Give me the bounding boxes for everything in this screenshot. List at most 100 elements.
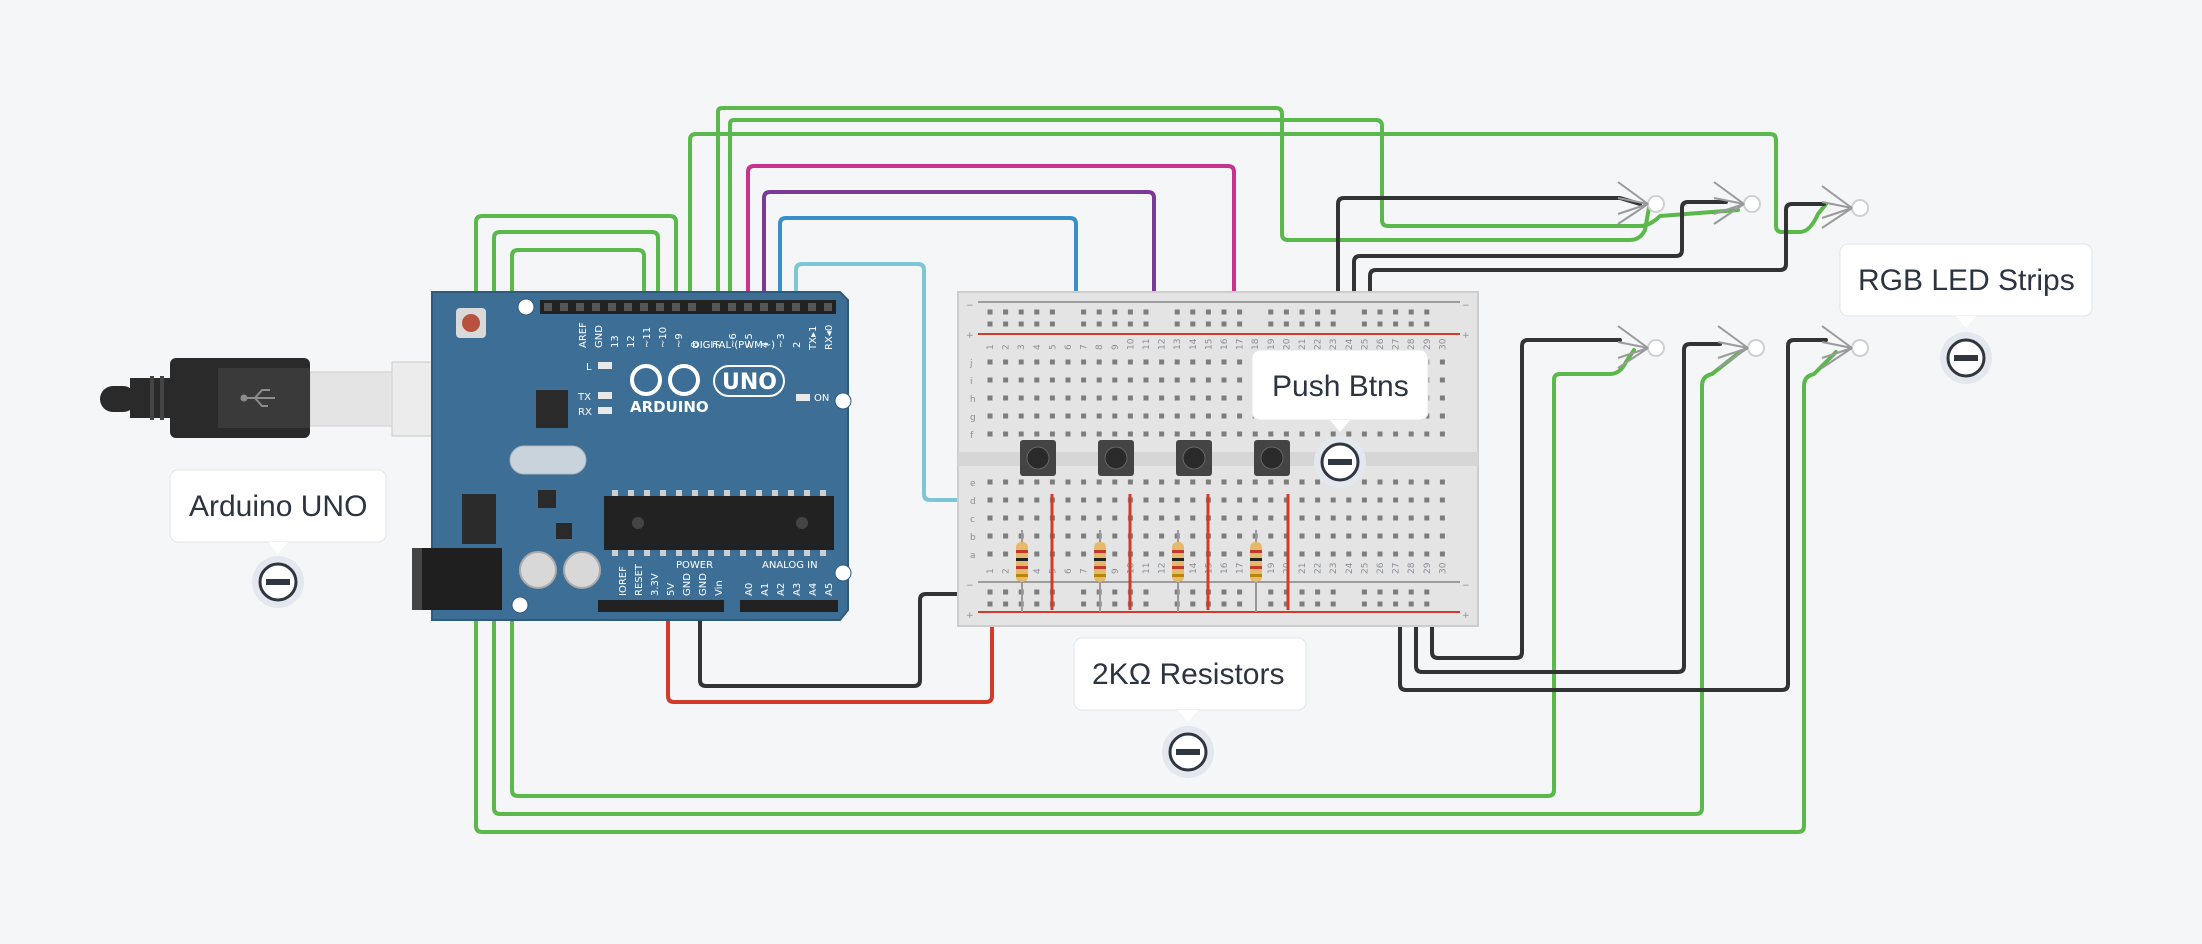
push-button-3[interactable] — [1176, 440, 1212, 476]
breadboard-hole[interactable] — [1283, 515, 1289, 521]
breadboard-hole[interactable] — [1018, 359, 1024, 365]
breadboard-hole[interactable] — [1190, 497, 1196, 503]
breadboard-hole[interactable] — [1408, 497, 1414, 503]
breadboard-hole[interactable] — [1299, 431, 1305, 437]
breadboard-hole[interactable] — [1283, 551, 1289, 557]
breadboard-hole[interactable] — [1237, 497, 1243, 503]
rail-hole[interactable] — [1174, 309, 1180, 315]
breadboard-hole[interactable] — [1003, 533, 1009, 539]
breadboard-hole[interactable] — [1315, 431, 1321, 437]
analog-header[interactable] — [740, 600, 838, 612]
breadboard-hole[interactable] — [1159, 515, 1165, 521]
breadboard-hole[interactable] — [1159, 377, 1165, 383]
rail-hole[interactable] — [1190, 309, 1196, 315]
rail-hole[interactable] — [1034, 321, 1040, 327]
breadboard-hole[interactable] — [1361, 479, 1367, 485]
breadboard-hole[interactable] — [1237, 515, 1243, 521]
rail-hole[interactable] — [1143, 321, 1149, 327]
breadboard-hole[interactable] — [1424, 551, 1430, 557]
rail-hole[interactable] — [1393, 589, 1399, 595]
breadboard-hole[interactable] — [1237, 479, 1243, 485]
rail-hole[interactable] — [1268, 309, 1274, 315]
breadboard-hole[interactable] — [987, 551, 993, 557]
rail-hole[interactable] — [1330, 589, 1336, 595]
rail-hole[interactable] — [1237, 601, 1243, 607]
rail-hole[interactable] — [1315, 601, 1321, 607]
rail-hole[interactable] — [1221, 589, 1227, 595]
breadboard-hole[interactable] — [1127, 377, 1133, 383]
minus-circle-icon[interactable] — [1314, 436, 1366, 488]
breadboard-hole[interactable] — [1252, 431, 1258, 437]
push-button-2[interactable] — [1098, 440, 1134, 476]
usb-cable[interactable] — [100, 358, 433, 438]
push-button-4[interactable] — [1254, 440, 1290, 476]
breadboard-hole[interactable] — [1377, 551, 1383, 557]
breadboard-hole[interactable] — [1112, 551, 1118, 557]
minus-circle-icon[interactable] — [1162, 726, 1214, 778]
breadboard-hole[interactable] — [1346, 497, 1352, 503]
breadboard-hole[interactable] — [1299, 497, 1305, 503]
resistor-3[interactable] — [1172, 530, 1184, 612]
breadboard-hole[interactable] — [1065, 479, 1071, 485]
breadboard-hole[interactable] — [1003, 551, 1009, 557]
breadboard-hole[interactable] — [1096, 479, 1102, 485]
rail-hole[interactable] — [1268, 601, 1274, 607]
rail-hole[interactable] — [1283, 601, 1289, 607]
breadboard-hole[interactable] — [1408, 479, 1414, 485]
rail-hole[interactable] — [1408, 589, 1414, 595]
breadboard-hole[interactable] — [1361, 515, 1367, 521]
rail-hole[interactable] — [1424, 601, 1430, 607]
breadboard-hole[interactable] — [1065, 359, 1071, 365]
breadboard-hole[interactable] — [1315, 479, 1321, 485]
breadboard-hole[interactable] — [1018, 515, 1024, 521]
breadboard-hole[interactable] — [1143, 497, 1149, 503]
breadboard-hole[interactable] — [1034, 413, 1040, 419]
breadboard-hole[interactable] — [1190, 479, 1196, 485]
breadboard-hole[interactable] — [1346, 551, 1352, 557]
breadboard-hole[interactable] — [987, 359, 993, 365]
breadboard-hole[interactable] — [1143, 551, 1149, 557]
rail-hole[interactable] — [1127, 321, 1133, 327]
breadboard-hole[interactable] — [1268, 533, 1274, 539]
breadboard-hole[interactable] — [1081, 431, 1087, 437]
breadboard-hole[interactable] — [1081, 497, 1087, 503]
rgb-led-4[interactable] — [1617, 325, 1665, 369]
breadboard-hole[interactable] — [1346, 533, 1352, 539]
rail-hole[interactable] — [987, 601, 993, 607]
breadboard-hole[interactable] — [1190, 533, 1196, 539]
breadboard-hole[interactable] — [1439, 395, 1445, 401]
breadboard-hole[interactable] — [1237, 533, 1243, 539]
breadboard-hole[interactable] — [1299, 515, 1305, 521]
breadboard-hole[interactable] — [1174, 515, 1180, 521]
breadboard-hole[interactable] — [1174, 479, 1180, 485]
rail-hole[interactable] — [1283, 321, 1289, 327]
breadboard-hole[interactable] — [1377, 515, 1383, 521]
rail-hole[interactable] — [1424, 589, 1430, 595]
breadboard-hole[interactable] — [1237, 359, 1243, 365]
breadboard-hole[interactable] — [1237, 395, 1243, 401]
rail-hole[interactable] — [1221, 601, 1227, 607]
rail-hole[interactable] — [1081, 321, 1087, 327]
breadboard-hole[interactable] — [1174, 395, 1180, 401]
breadboard-hole[interactable] — [1361, 497, 1367, 503]
breadboard-hole[interactable] — [1018, 413, 1024, 419]
breadboard-hole[interactable] — [1159, 413, 1165, 419]
breadboard-hole[interactable] — [1221, 395, 1227, 401]
breadboard-hole[interactable] — [1377, 431, 1383, 437]
rail-hole[interactable] — [1049, 321, 1055, 327]
rail-hole[interactable] — [1205, 309, 1211, 315]
breadboard-hole[interactable] — [1096, 431, 1102, 437]
red-jumpers[interactable] — [1050, 494, 1290, 610]
breadboard-hole[interactable] — [1034, 497, 1040, 503]
breadboard-hole[interactable] — [1003, 431, 1009, 437]
breadboard-hole[interactable] — [1127, 359, 1133, 365]
rail-hole[interactable] — [1393, 321, 1399, 327]
breadboard-hole[interactable] — [1143, 377, 1149, 383]
breadboard-hole[interactable] — [1237, 413, 1243, 419]
breadboard-hole[interactable] — [1034, 551, 1040, 557]
breadboard-hole[interactable] — [1377, 497, 1383, 503]
breadboard-hole[interactable] — [1065, 515, 1071, 521]
rail-hole[interactable] — [1112, 309, 1118, 315]
wire-black-led-2[interactable] — [1352, 200, 1728, 314]
rail-hole[interactable] — [1003, 601, 1009, 607]
